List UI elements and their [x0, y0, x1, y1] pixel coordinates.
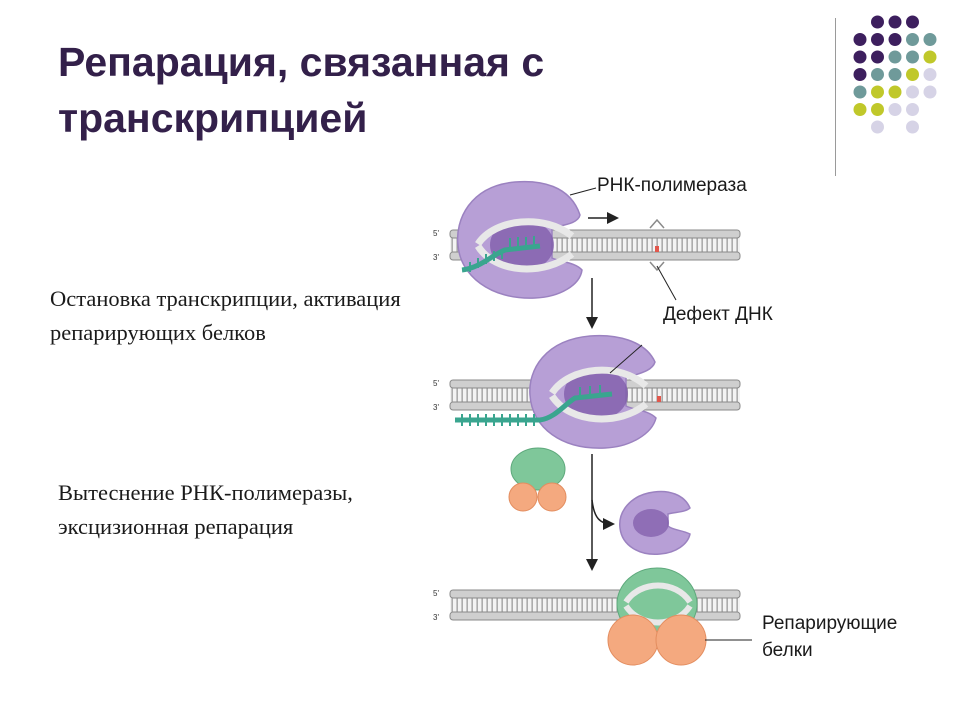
released-rna-polymerase — [619, 490, 691, 555]
decorative-dot — [923, 33, 937, 46]
decorative-dot — [906, 33, 919, 46]
rna-bases — [461, 385, 601, 426]
decorative-dot — [923, 50, 937, 64]
strand-5-label: 5' — [433, 379, 439, 388]
decorative-dot — [871, 33, 884, 46]
decorative-dot — [906, 15, 919, 29]
strand-5-label: 5' — [433, 229, 439, 238]
repair-proteins-incoming — [508, 447, 567, 512]
decorative-dot — [853, 103, 867, 116]
decorative-dot — [906, 85, 919, 99]
repair-protein-orange-left — [607, 614, 659, 666]
decorative-dot — [853, 50, 867, 64]
decorative-dot — [853, 68, 867, 81]
caption-transcription-stop: Остановка транскрипции, активация репари… — [50, 286, 401, 345]
label-rna-polymerase: РНК-полимераза — [597, 175, 747, 196]
decorative-dot — [906, 120, 919, 134]
decorative-dot — [888, 103, 902, 116]
decorative-dot — [871, 120, 884, 134]
dna-lesion-marker — [657, 396, 661, 402]
opened-repair-bubble — [623, 582, 693, 626]
dna-defect-kink — [649, 218, 665, 272]
transcription-bubble — [475, 218, 575, 273]
rna-transcript — [455, 391, 613, 423]
decorative-dot — [923, 68, 937, 81]
repair-protein-orange-right — [655, 614, 707, 666]
title-divider-line — [835, 18, 836, 176]
decorative-dot — [888, 85, 902, 99]
defect-leader-line — [656, 265, 677, 301]
decorative-dot — [906, 50, 919, 64]
dna-lesion-marker — [655, 246, 659, 252]
decorative-dot — [923, 85, 937, 99]
strand-3-label: 3' — [433, 613, 439, 622]
decorative-dot — [906, 68, 919, 81]
rna-transcript — [461, 243, 541, 273]
caption-polymerase-displacement: Вытеснение РНК-полимеразы, эксцизионная … — [58, 480, 353, 539]
polymerase-active-site — [490, 219, 554, 271]
polymerase-release-arrow — [591, 499, 615, 530]
decorative-dot — [871, 15, 884, 29]
decorative-dot-grid — [853, 15, 937, 134]
rnap-leader-line — [569, 187, 597, 196]
label-repair-proteins: Репарирующие белки — [762, 613, 898, 661]
stage-1-elongation: 5' 3' — [433, 180, 741, 301]
dna-duplex — [449, 379, 741, 411]
stage-3-excision-repair: 5' 3' — [433, 567, 752, 666]
defect-leader-line — [609, 344, 643, 374]
strand-5-label: 5' — [433, 589, 439, 598]
decorative-dot — [888, 50, 902, 64]
decorative-dot — [853, 33, 867, 46]
repair-protein-green — [510, 447, 566, 491]
decorative-dot — [888, 15, 902, 29]
decorative-dot — [906, 103, 919, 116]
repair-protein-orange-left — [508, 482, 538, 512]
decorative-dot — [888, 33, 902, 46]
strand-3-label: 3' — [433, 403, 439, 412]
decorative-dot — [871, 103, 884, 116]
strand-3-label: 3' — [433, 253, 439, 262]
stage-2-stalled: 5' 3' — [433, 334, 741, 449]
transcription-bubble — [549, 366, 649, 423]
slide-title: Репарация, связанная с транскрипцией — [58, 39, 545, 141]
decorative-dot — [853, 85, 867, 99]
decorative-dot — [871, 50, 884, 64]
repair-protein-orange-right — [537, 482, 567, 512]
decorative-dot — [871, 68, 884, 81]
decorative-dot — [888, 68, 902, 81]
label-dna-defect: Дефект ДНК — [663, 304, 773, 325]
decorative-dot — [871, 85, 884, 99]
rna-bases — [469, 236, 535, 272]
